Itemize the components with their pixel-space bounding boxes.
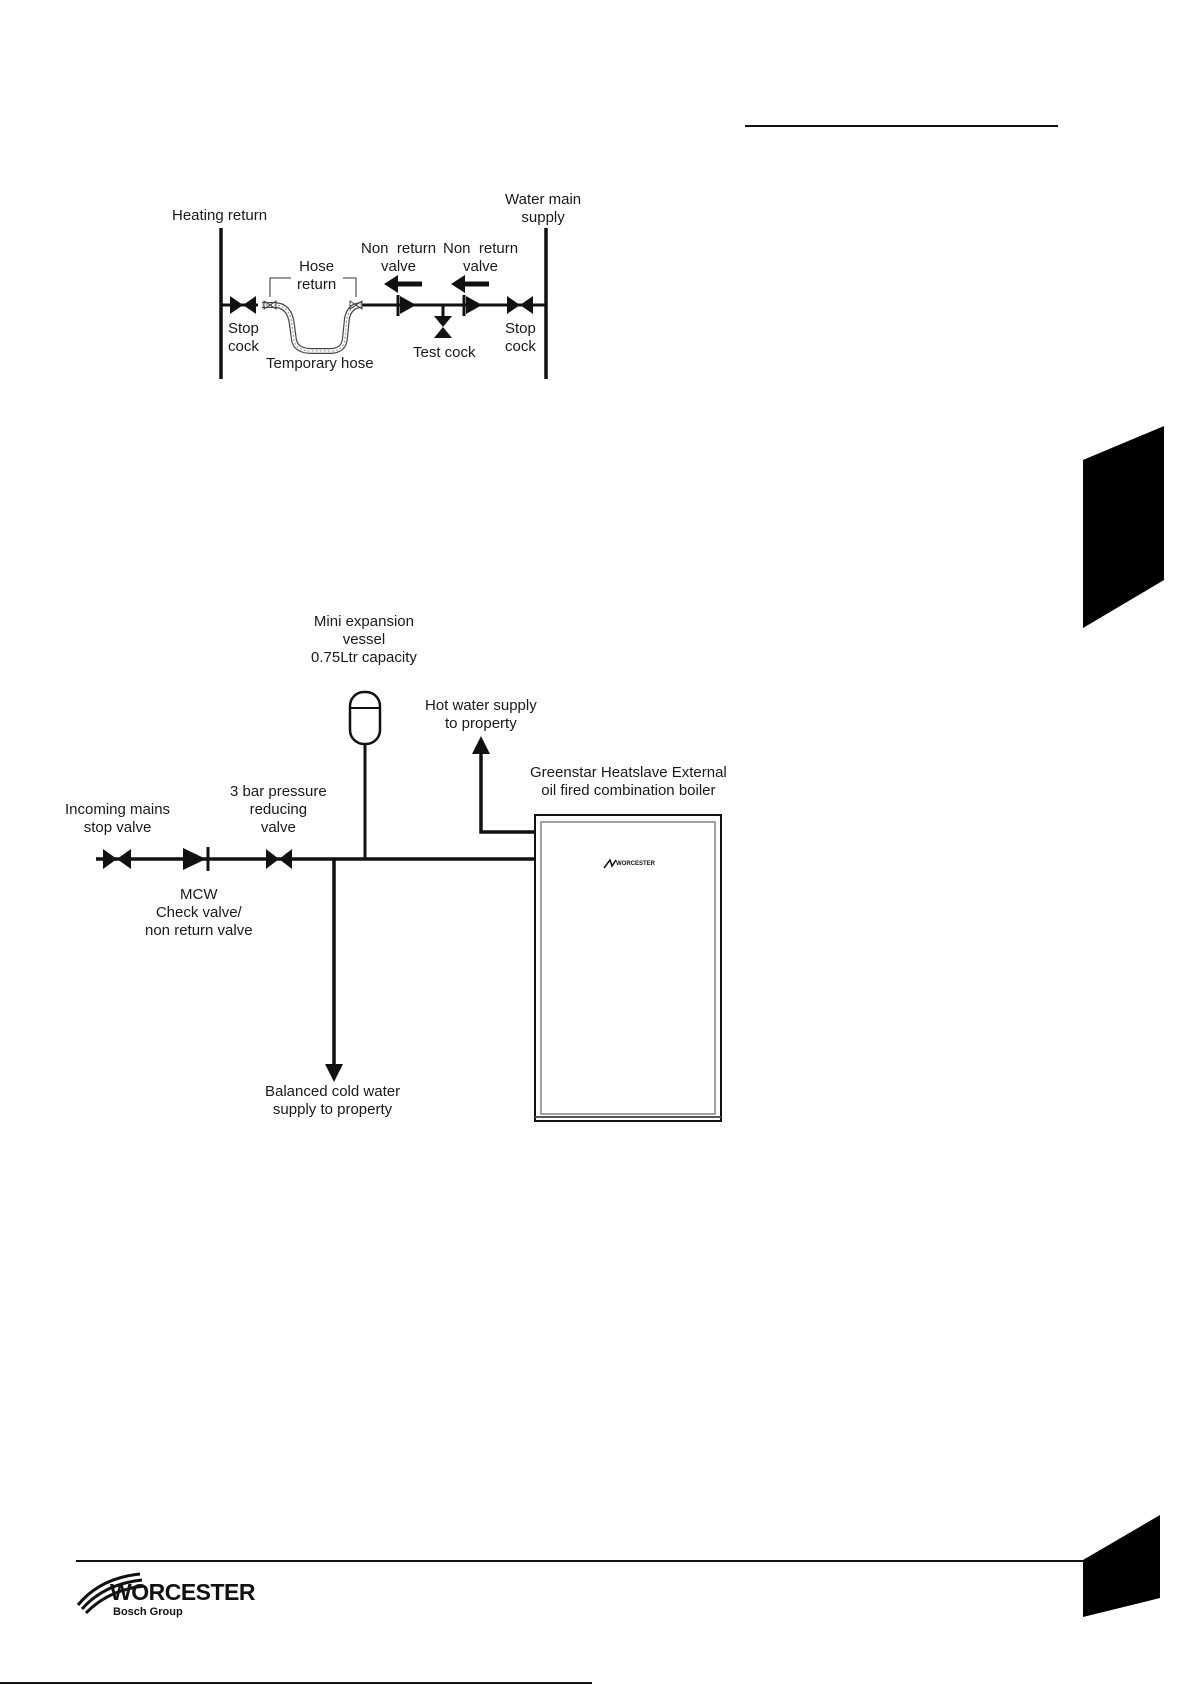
flow-arrow-1 <box>384 275 422 293</box>
footer-brand-name: WORCESTER <box>110 1579 256 1605</box>
side-tab-bottom <box>1083 1515 1160 1617</box>
expansion-vessel-symbol <box>348 690 382 859</box>
label-cold-water-supply: Balanced cold water supply to property <box>265 1083 401 1118</box>
label-incoming-mains: Incoming mains stop valve <box>65 801 171 836</box>
label-stop-cock-left: Stop cock <box>228 320 259 355</box>
label-non-return-valve-1: Non return valve <box>361 240 437 275</box>
incoming-stop-valve-symbol <box>103 849 131 869</box>
label-pressure-reducing-valve: 3 bar pressure reducing valve <box>230 783 327 836</box>
mcw-check-valve-symbol <box>183 847 210 871</box>
header-rule <box>745 125 1058 127</box>
label-mcw: MCW Check valve/ non return valve <box>145 886 253 939</box>
label-test-cock: Test cock <box>413 344 476 361</box>
test-cock-symbol <box>434 305 452 338</box>
non-return-valve-2-symbol <box>462 295 482 316</box>
pressure-reducing-valve-symbol <box>266 849 292 869</box>
label-temporary-hose: Temporary hose <box>266 355 374 372</box>
non-return-valve-1-symbol <box>396 295 416 316</box>
hose-return-bracket <box>269 277 357 297</box>
label-non-return-valve-2: Non return valve <box>443 240 519 275</box>
label-boiler: Greenstar Heatslave External oil fired c… <box>530 764 727 799</box>
boiler-brand-mark: WORCESTER <box>616 861 655 867</box>
cold-water-branch <box>325 859 343 1082</box>
footer-brand-group: Bosch Group <box>113 1606 183 1618</box>
temporary-hose <box>262 300 363 354</box>
label-hose-return: Hose return <box>297 258 337 293</box>
label-water-main: Water main supply <box>505 191 582 226</box>
label-heating-return: Heating return <box>172 207 268 224</box>
side-tab-top <box>1083 426 1164 628</box>
stop-cock-left-symbol <box>230 296 256 314</box>
stop-cock-right-symbol <box>507 296 533 314</box>
hot-water-supply-pipe <box>472 736 535 834</box>
label-hot-water-supply: Hot water supply to property <box>425 697 537 732</box>
boiler-unit <box>534 814 722 1122</box>
label-stop-cock-right: Stop cock <box>505 320 536 355</box>
label-expansion-vessel: Mini expansion vessel 0.75Ltr capacity <box>311 613 417 666</box>
flow-arrow-2 <box>451 275 489 293</box>
